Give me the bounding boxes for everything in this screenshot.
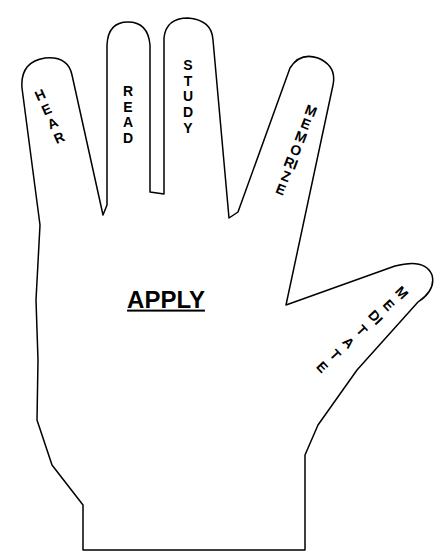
palm-word: APPLY [127,286,205,315]
finger-word: STUDY [180,58,195,136]
finger-word: READ [120,84,135,147]
hand-outline-path [22,18,433,550]
